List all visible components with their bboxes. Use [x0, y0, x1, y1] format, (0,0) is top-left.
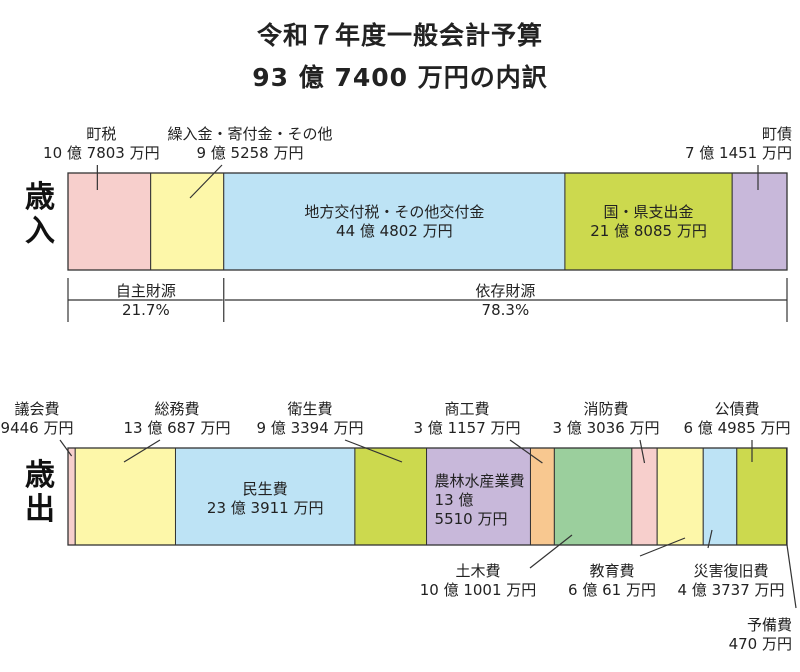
expenditure-label-kosai-line-1: 公債費	[714, 400, 760, 418]
expenditure-leader-shoko	[509, 439, 543, 464]
revenue-segment-4	[564, 172, 733, 271]
expenditure-label-somu-line-2: 13 億 687 万円	[123, 419, 231, 437]
revenue-label-chiho-line-1: 地方交付税・その他交付金	[304, 203, 485, 221]
revenue-label-kurire-line-1: 繰入金・寄付金・その他	[167, 125, 333, 143]
expenditure-label-minsei-line-2: 23 億 3911 万円	[206, 499, 324, 517]
expenditure-leader-doboku	[529, 534, 573, 569]
expenditure-label-minsei-line-1: 民生費	[242, 480, 288, 498]
expenditure-label-bottom: 出	[25, 492, 55, 527]
expenditure-leader-eisei	[344, 439, 403, 463]
revenue-label-top: 歳	[25, 180, 55, 215]
expenditure-label-saigai-line-2: 4 億 3737 万円	[677, 581, 785, 599]
revenue-label-chozei-line-1: 町税	[86, 125, 117, 143]
expenditure-leader-yobi	[786, 544, 797, 609]
expenditure-label-norin-line-2: 13 億	[434, 491, 474, 509]
expenditure-label-eisei-line-1: 衛生費	[287, 400, 333, 418]
expenditure-segment-10	[702, 447, 738, 546]
expenditure-label-kosai-line-2: 6 億 4985 万円	[683, 419, 791, 437]
group-label-jishu-line-2: 21.7%	[122, 301, 170, 319]
group-label-izon-line-1: 依存財源	[475, 282, 536, 300]
expenditure-label-doboku-line-2: 10 億 1001 万円	[419, 581, 537, 599]
expenditure-leader-shobo	[639, 439, 646, 464]
expenditure-label-gikai-line-1: 議会費	[14, 400, 60, 418]
revenue-segment-1	[67, 172, 152, 271]
expenditure-label-norin-line-3: 5510 万円	[434, 510, 508, 528]
expenditure-leader-gikai	[59, 439, 73, 457]
expenditure-label-kyoiku-line-1: 教育費	[589, 562, 635, 580]
expenditure-label-saigai-line-1: 災害復旧費	[693, 562, 769, 580]
expenditure-label-yobi-line-1: 予備費	[746, 616, 792, 634]
expenditure-label-shoko-line-1: 商工費	[444, 400, 490, 418]
revenue-label-chozei-line-2: 10 億 7803 万円	[43, 144, 160, 162]
expenditure-label-kyoiku-line-2: 6 億 61 万円	[568, 581, 656, 599]
title-line2: 93 億 7400 万円の内訳	[252, 63, 548, 92]
group-label-jishu-line-1: 自主財源	[115, 282, 176, 300]
expenditure-segment-1	[67, 447, 76, 546]
expenditure-segment-3	[174, 447, 356, 546]
expenditure-label-top: 歳	[25, 458, 55, 493]
expenditure-leader-somu	[123, 439, 161, 463]
revenue-label-chosai-line-1: 町債	[761, 125, 792, 143]
group-label-izon-line-2: 78.3%	[481, 301, 530, 319]
expenditure-label-somu-line-1: 総務費	[154, 400, 200, 418]
expenditure-segment-11	[736, 447, 788, 546]
expenditure-label-shobo-line-1: 消防費	[583, 400, 629, 418]
expenditure-segment-7	[553, 447, 633, 546]
revenue-label-bottom: 入	[25, 214, 55, 249]
expenditure-label-doboku-line-1: 土木費	[455, 562, 501, 580]
expenditure-segment-5	[426, 447, 531, 546]
revenue-label-chosai-line-2: 7 億 1451 万円	[684, 144, 792, 162]
revenue-label-chiho-line-2: 44 億 4802 万円	[336, 222, 453, 240]
revenue-segment-2	[150, 172, 225, 271]
expenditure-label-gikai-line-2: 9446 万円	[0, 419, 74, 437]
title-line1: 令和７年度一般会計予算	[256, 21, 543, 50]
expenditure-leader-kyoiku	[639, 537, 686, 557]
expenditure-label-shobo-line-2: 3 億 3036 万円	[552, 419, 660, 437]
expenditure-label-norin-line-1: 農林水産業費	[434, 472, 525, 490]
revenue-segment-5	[731, 172, 788, 271]
expenditure-label-eisei-line-2: 9 億 3394 万円	[256, 419, 364, 437]
revenue-label-kokken-line-2: 21 億 8085 万円	[590, 222, 707, 240]
expenditure-leader-saigai	[707, 529, 713, 549]
revenue-label-kokken-line-1: 国・県支出金	[603, 203, 694, 221]
expenditure-segment-2	[74, 447, 176, 546]
revenue-leader-kurire	[189, 164, 223, 199]
revenue-bar-outline	[67, 172, 788, 271]
expenditure-label-shoko-line-2: 3 億 1157 万円	[413, 419, 521, 437]
expenditure-label-yobi-line-2: 470 万円	[728, 635, 792, 653]
expenditure-bar-outline	[67, 447, 788, 546]
expenditure-segment-4	[354, 447, 428, 546]
revenue-label-kurire-line-2: 9 億 5258 万円	[196, 144, 304, 162]
expenditure-segment-9	[656, 447, 704, 546]
